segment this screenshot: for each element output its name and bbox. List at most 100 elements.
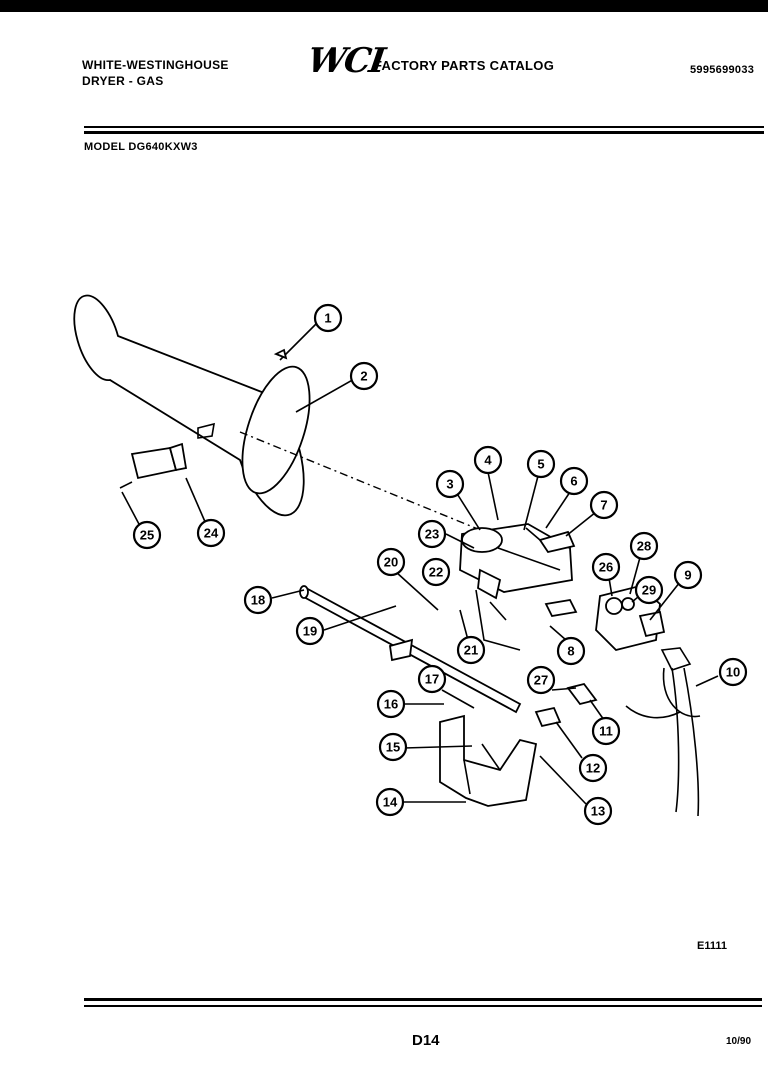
brand-name: WHITE-WESTINGHOUSE xyxy=(82,58,229,72)
svg-text:13: 13 xyxy=(591,804,605,819)
callout-19: 19 xyxy=(295,616,325,646)
callout-23-upper: 23 xyxy=(417,519,447,549)
svg-text:4: 4 xyxy=(484,453,492,468)
screw-part xyxy=(273,348,288,360)
top-scan-border xyxy=(0,0,768,12)
svg-text:8: 8 xyxy=(567,644,574,659)
svg-text:29: 29 xyxy=(642,583,656,598)
model-number: MODEL DG640KXW3 xyxy=(84,141,198,153)
support-bracket xyxy=(439,714,538,807)
leader-23 xyxy=(445,533,475,549)
callout-21: 21 xyxy=(456,635,486,665)
leader-5 xyxy=(523,475,539,531)
page-number: D14 xyxy=(412,1032,440,1049)
leader-9 xyxy=(649,581,681,621)
callout-4: 4 xyxy=(473,445,503,475)
svg-text:12: 12 xyxy=(586,761,600,776)
leader-3 xyxy=(455,491,481,531)
callout-24: 24 xyxy=(196,518,226,548)
callout-17: 17 xyxy=(417,664,447,694)
leader-18 xyxy=(271,589,305,599)
svg-text:17: 17 xyxy=(425,672,439,687)
svg-text:14: 14 xyxy=(383,795,398,810)
header-rule-top xyxy=(84,126,764,128)
drum-cylinder xyxy=(73,294,311,517)
svg-text:5: 5 xyxy=(537,457,544,472)
svg-text:23: 23 xyxy=(425,527,439,542)
pipe-clamp xyxy=(388,638,414,662)
leader-27 xyxy=(551,687,577,691)
callout-18: 18 xyxy=(243,585,273,615)
callout-16: 16 xyxy=(376,689,406,719)
leader-21 xyxy=(459,609,469,641)
svg-text:16: 16 xyxy=(384,697,398,712)
leader-22-part xyxy=(489,601,507,621)
svg-text:26: 26 xyxy=(599,560,613,575)
callout-15: 15 xyxy=(378,732,408,762)
callout-9: 9 xyxy=(673,560,703,590)
svg-text:25: 25 xyxy=(140,528,154,543)
svg-text:28: 28 xyxy=(637,539,651,554)
footer-rule-bottom xyxy=(84,1005,762,1007)
leader-8 xyxy=(549,625,567,641)
callout-20: 20 xyxy=(376,547,406,577)
callout-2: 2 xyxy=(349,361,379,391)
callout-26: 26 xyxy=(591,552,621,582)
callout-22: 22 xyxy=(421,557,451,587)
svg-text:1: 1 xyxy=(324,311,331,326)
wiring-harness xyxy=(625,647,701,817)
svg-text:2: 2 xyxy=(360,369,367,384)
leader-12 xyxy=(555,721,583,759)
leader-24 xyxy=(185,477,207,525)
callout-12: 12 xyxy=(578,753,608,783)
leader-25 xyxy=(121,491,141,527)
leader-11 xyxy=(589,699,605,721)
svg-text:11: 11 xyxy=(599,724,613,739)
svg-text:20: 20 xyxy=(384,555,398,570)
callout-27: 27 xyxy=(526,665,556,695)
burner-assembly xyxy=(459,523,578,617)
leader-15 xyxy=(403,745,473,749)
svg-text:18: 18 xyxy=(251,593,265,608)
svg-text:7: 7 xyxy=(600,498,607,513)
leader-13 xyxy=(539,755,587,805)
leader-20 xyxy=(395,571,439,611)
product-type: DRYER - GAS xyxy=(82,74,164,88)
svg-text:21: 21 xyxy=(464,643,478,658)
callout-5: 5 xyxy=(526,449,556,479)
svg-text:9: 9 xyxy=(684,568,691,583)
svg-text:24: 24 xyxy=(204,526,219,541)
callout-28: 28 xyxy=(629,531,659,561)
revision-date: 10/90 xyxy=(726,1036,752,1047)
callout-6: 6 xyxy=(559,466,589,496)
callout-29: 29 xyxy=(634,575,664,605)
callout-25: 25 xyxy=(132,520,162,550)
diagram-code: E1111 xyxy=(697,940,727,952)
callout-1: 1 xyxy=(313,303,343,333)
leader-6 xyxy=(545,491,571,529)
sensor-bracket xyxy=(119,442,188,489)
callout-13: 13 xyxy=(583,796,613,826)
svg-text:27: 27 xyxy=(534,673,548,688)
svg-text:22: 22 xyxy=(429,565,443,580)
leader-2 xyxy=(295,377,357,413)
leader-10 xyxy=(695,675,719,687)
svg-text:10: 10 xyxy=(726,665,740,680)
orifice-holder xyxy=(534,706,562,728)
leader-1 xyxy=(279,321,319,361)
orifice-part xyxy=(566,682,598,706)
footer-rule-top xyxy=(84,998,762,1001)
header-rule-bottom xyxy=(84,131,764,134)
leader-19 xyxy=(323,605,397,631)
callout-14: 14 xyxy=(375,787,405,817)
catalog-number: 5995699033 xyxy=(690,64,755,76)
svg-text:3: 3 xyxy=(446,477,453,492)
callout-10: 10 xyxy=(718,657,748,687)
svg-text:6: 6 xyxy=(570,474,577,489)
igniter-lead xyxy=(475,589,521,651)
leader-4 xyxy=(487,471,499,521)
callout-7: 7 xyxy=(589,490,619,520)
callout-8: 8 xyxy=(556,636,586,666)
callout-3: 3 xyxy=(435,469,465,499)
